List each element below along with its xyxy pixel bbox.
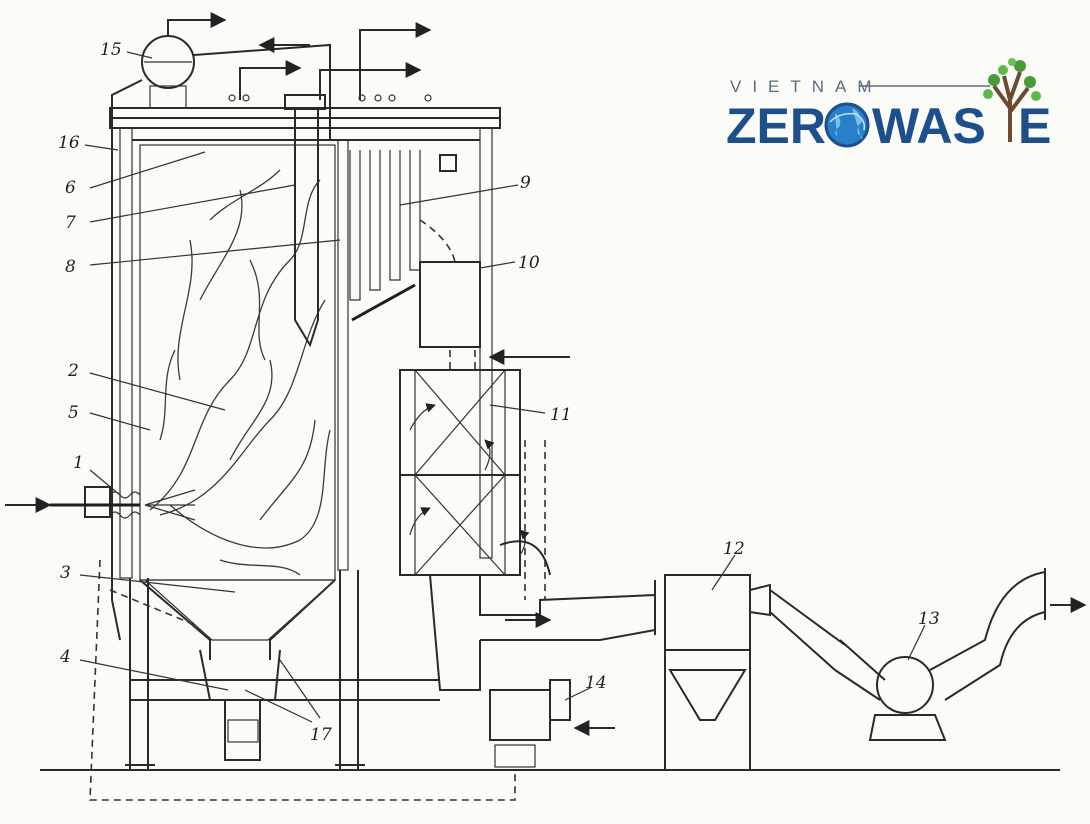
label-2: 2 [67,361,79,381]
label-13: 13 [918,609,940,629]
furnace-chamber [139,144,337,660]
logo-text-end: E [1018,98,1051,154]
flue-duct [429,540,656,691]
tree-icon [983,58,1041,142]
boiler-casing [109,107,501,579]
air-heater [399,349,570,600]
dust-collector [664,574,846,770]
label-15: 15 [100,40,122,60]
support-columns [125,570,365,770]
label-4: 4 [59,647,71,667]
label-16: 16 [58,133,80,153]
superheater-screen [239,60,326,348]
secondary-air-line [109,589,196,626]
label-5: 5 [68,403,79,423]
exhaust-fan [834,568,1087,741]
vietnam-zerowaste-logo: VIETNAM ZER WAS E [726,58,1051,154]
label-6: 6 [65,178,76,198]
label-10: 10 [518,253,540,273]
economizer [419,219,481,348]
logo-top-text: VIETNAM [730,77,883,96]
recirculation-line [89,559,516,801]
logo-text-right: WAS [872,98,986,154]
label-3: 3 [60,563,71,583]
labels: 15 16 6 7 8 9 10 11 2 5 1 3 4 17 12 13 1… [58,40,940,745]
logo-text-left: ZER [726,98,826,154]
leader-lines [79,51,926,723]
burner [5,486,196,521]
label-9: 9 [520,173,531,193]
label-14: 14 [585,673,607,693]
steam-drum [141,12,331,140]
label-7: 7 [65,213,76,233]
label-8: 8 [65,257,76,277]
globe-icon [824,102,870,148]
downcomer-pipe [111,79,143,641]
label-12: 12 [723,539,745,559]
label-11: 11 [550,405,572,425]
label-17: 17 [310,725,332,745]
label-1: 1 [73,453,84,473]
forced-draft-fan [489,679,615,768]
convective-superheater [228,22,457,301]
flow-arrows [409,403,530,556]
flame [149,169,331,576]
